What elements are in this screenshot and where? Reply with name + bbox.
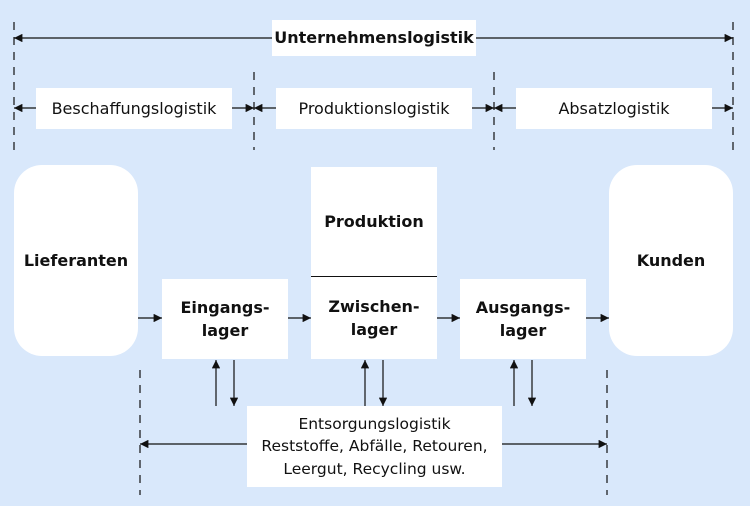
node-suppliers-label: Lieferanten <box>23 250 129 270</box>
scope-distribution-logistics: Absatzlogistik <box>516 88 712 129</box>
node-disposal-logistics-label: Entsorgungslogistik Reststoffe, Abfälle,… <box>261 414 488 478</box>
node-outgoing-store-label: Ausgangs- lager <box>475 297 571 340</box>
node-production-label: Produktion <box>324 211 424 231</box>
scope-company-logistics: Unternehmenslogistik <box>272 20 476 56</box>
node-suppliers: Lieferanten <box>14 165 138 356</box>
node-incoming-store-label: Eingangs- lager <box>180 297 270 340</box>
scope-company-logistics-label: Unternehmenslogistik <box>274 28 474 47</box>
node-production: Produktion <box>311 167 437 277</box>
scope-production-logistics: Produktionslogistik <box>276 88 472 129</box>
node-customers-label: Kunden <box>636 250 706 270</box>
scope-distribution-logistics-label: Absatzlogistik <box>558 98 670 118</box>
node-outgoing-store: Ausgangs- lager <box>460 279 586 359</box>
node-intermediate-store: Zwischen- lager <box>311 277 437 359</box>
node-customers: Kunden <box>609 165 733 356</box>
node-intermediate-store-label: Zwischen- lager <box>328 296 420 339</box>
scope-procurement-logistics-label: Beschaffungslogistik <box>51 98 217 118</box>
scope-procurement-logistics: Beschaffungslogistik <box>36 88 232 129</box>
scope-production-logistics-label: Produktionslogistik <box>298 98 450 118</box>
node-incoming-store: Eingangs- lager <box>162 279 288 359</box>
node-disposal-logistics: Entsorgungslogistik Reststoffe, Abfälle,… <box>247 406 502 487</box>
